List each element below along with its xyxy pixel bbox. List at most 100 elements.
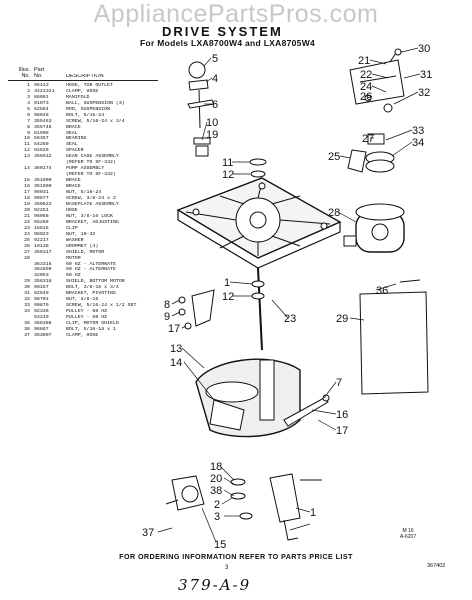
hose xyxy=(230,478,246,486)
illus-no: 27 xyxy=(24,249,30,255)
description: SEAL xyxy=(66,142,78,148)
callout-31: 31 xyxy=(420,69,432,81)
part-no: 98023 xyxy=(34,231,49,237)
part-no: 356317 xyxy=(34,249,52,255)
baseplate-center xyxy=(249,211,267,229)
illus-no: 5 xyxy=(27,106,30,112)
description: NUT, 3/8-16 xyxy=(66,297,99,303)
table-row: (REFER TO SF-342) xyxy=(8,160,158,166)
suspension-part xyxy=(188,79,209,91)
description: GROMMET (4) xyxy=(66,243,99,249)
nut xyxy=(184,322,192,330)
bracket-nut xyxy=(383,103,393,113)
bolt xyxy=(178,296,186,304)
illus-no: 13 xyxy=(24,154,30,160)
header-part: Part xyxy=(34,67,45,73)
watermark: AppliancePartsPros.com xyxy=(93,0,379,28)
shaft-spacer xyxy=(251,292,265,300)
part-no: 356912 xyxy=(34,154,52,160)
description: HOSE xyxy=(66,207,78,213)
part-no: 96867 xyxy=(34,326,49,332)
handwritten-note: 379-A-9 xyxy=(178,576,252,594)
bolt-head xyxy=(394,48,402,56)
part-no: 92251 xyxy=(34,207,49,213)
part-no: 355463 xyxy=(34,118,52,124)
illus-no: 8 xyxy=(27,124,30,130)
part-no: 82549 xyxy=(34,291,49,297)
callout-3: 3 xyxy=(214,511,220,523)
part-no: 351909 xyxy=(34,184,52,190)
ordering-note: FOR ORDERING INFORMATION REFER TO PARTS … xyxy=(119,552,353,561)
illus-no: 28 xyxy=(24,255,30,261)
illus-no: 26 xyxy=(24,243,30,249)
callout-15: 15 xyxy=(214,539,226,551)
description: BRACE xyxy=(66,184,81,190)
callout-28: 28 xyxy=(328,207,340,219)
description: BEARING xyxy=(66,136,87,142)
page-number: 3 xyxy=(225,565,229,571)
callout-1: 1 xyxy=(224,277,230,289)
description: 50 HZ xyxy=(66,273,81,279)
pump-clamp xyxy=(165,499,179,505)
description: CLAMP, HOSE xyxy=(66,88,99,94)
part-no: 362890 xyxy=(34,267,52,273)
callout-27: 27 xyxy=(362,133,374,145)
description: GEAR CASE ASSEMBLY xyxy=(66,154,119,160)
page-subtitle: For Models LXA8700W4 and LXA8705W4 xyxy=(140,38,316,48)
header-part-no: No. xyxy=(34,72,43,79)
callout-21: 21 xyxy=(358,55,370,67)
description: SCREW, 5/16-24 x 1/2 SET xyxy=(66,303,137,309)
description: PULLEY - 50 HZ xyxy=(66,315,108,321)
part-no: 62584 xyxy=(34,106,49,112)
callout-34: 34 xyxy=(412,137,424,149)
spacer-ring xyxy=(250,170,266,178)
illus-no: 7 xyxy=(27,118,30,124)
description: ROD, SUSPENSION xyxy=(66,106,111,112)
bearing-part xyxy=(193,137,211,145)
illus-no: 33 xyxy=(24,303,30,309)
part-no: 96088 xyxy=(34,213,49,219)
parts-table-header: No. No. DESCRIPTION xyxy=(8,72,158,81)
callout-37: 37 xyxy=(142,527,154,539)
callout-8: 8 xyxy=(164,299,170,311)
part-no: 93219 xyxy=(34,315,49,321)
part-no: 81908 xyxy=(34,130,49,136)
illus-no: 14 xyxy=(24,166,30,172)
baseplate-hole xyxy=(192,208,200,216)
part-no: 3421321 xyxy=(34,88,55,94)
illus-no: 1 xyxy=(27,82,30,88)
table-row: (REFER TO SF-342) xyxy=(8,172,158,178)
description: NUT, 5/16-24 xyxy=(66,190,102,196)
part-no: 98701 xyxy=(34,297,49,303)
illus-no: 34 xyxy=(24,309,30,315)
illus-no: 17 xyxy=(24,190,30,196)
callout-12: 12 xyxy=(222,291,234,303)
suspension-ball xyxy=(188,61,206,79)
callout-22: 22 xyxy=(360,69,372,81)
part-no: 92629 xyxy=(34,148,49,154)
callout-13: 13 xyxy=(170,343,182,355)
illus-no: 29 xyxy=(24,279,30,285)
brace-lower xyxy=(283,397,329,427)
document-number: 367402 xyxy=(427,563,446,569)
washer-part xyxy=(347,149,367,173)
callout-12: 12 xyxy=(222,169,234,181)
